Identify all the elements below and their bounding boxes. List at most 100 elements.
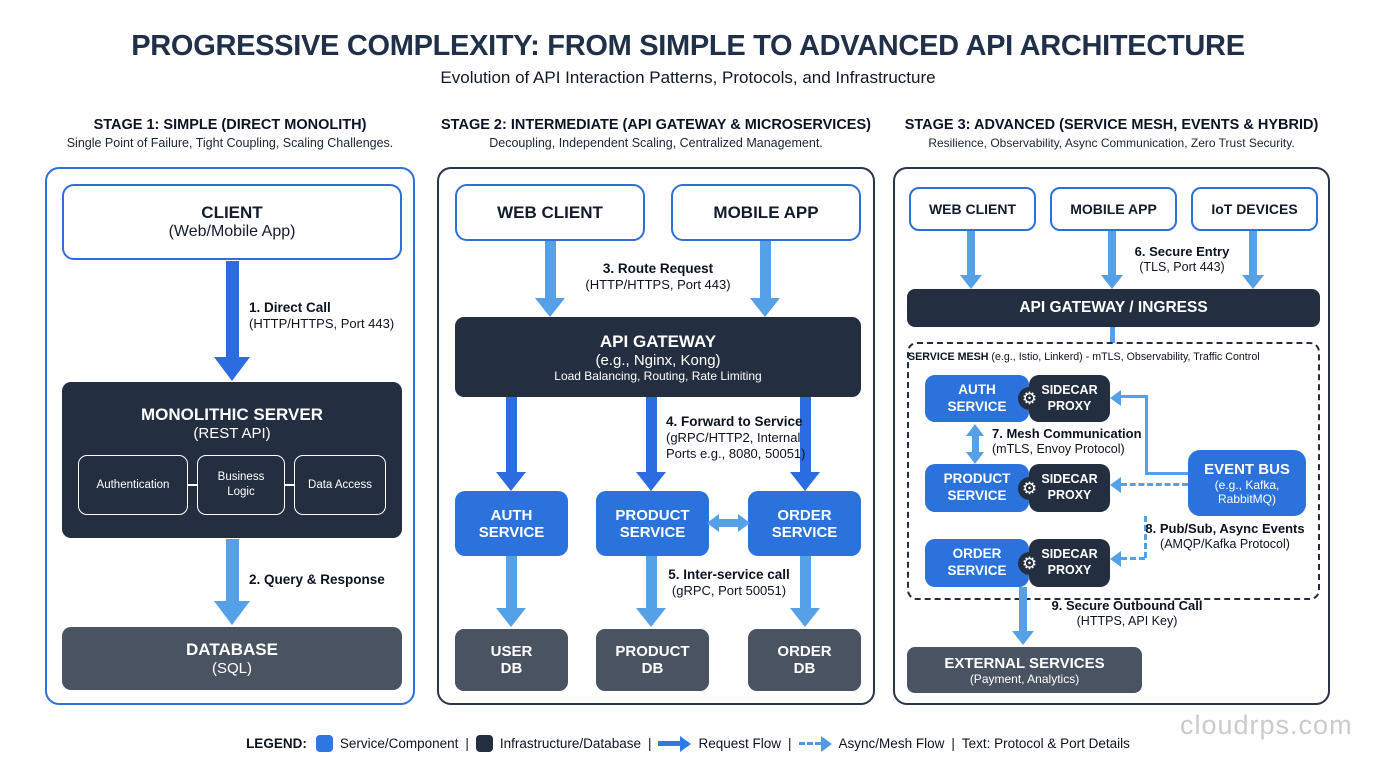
page-title: PROGRESSIVE COMPLEXITY: FROM SIMPLE TO A… [131,30,1245,62]
order-service-node: ORDER SERVICE [925,539,1029,587]
event-bus-order-arrowhead [1110,551,1121,567]
forward-arrow-product [636,397,666,491]
watermark: cloudrps.com [1180,710,1353,740]
database-subtitle: (SQL) [211,660,252,677]
gateway-detail: Load Balancing, Routing, Rate Limiting [554,368,762,383]
query-response-arrow [214,539,250,625]
page-subtitle: Evolution of API Interaction Patterns, P… [440,68,936,87]
module-authentication: Authentication [78,455,188,515]
legend-separator: | [788,736,792,751]
mobile-app-node: MOBILE APP [671,184,861,241]
route-request-arrow-left [535,241,565,317]
event-bus-node: EVENT BUS (e.g., Kafka, RabbitMQ) [1188,450,1306,516]
monolith-subtitle: (REST API) [193,425,271,442]
monolith-title: MONOLITHIC SERVER [141,405,323,424]
flow9-label: 9. Secure Outbound Call (HTTPS, API Key) [1051,598,1203,628]
flow7-label: 7. Mesh Communication (mTLS, Envoy Proto… [992,426,1142,456]
flow3-label: 3. Route Request (HTTP/HTTPS, Port 443) [585,261,731,293]
stage2-title: STAGE 2: INTERMEDIATE (API GATEWAY & MIC… [441,117,871,133]
auth-sidecar-proxy-node: SIDECAR PROXY [1029,375,1110,422]
async-flow-arrow-icon [798,735,832,752]
web-client-node: WEB CLIENT [455,184,645,241]
client-node-subtitle: (Web/Mobile App) [168,223,296,240]
gear-icon: ⚙ [1018,387,1041,410]
forward-arrow-order [790,397,820,491]
db-arrow-product [636,556,666,627]
request-flow-arrow-icon [658,735,692,752]
stage2-panel: WEB CLIENT MOBILE APP 3. Route Request (… [437,167,875,705]
client-node: CLIENT (Web/Mobile App) [62,184,402,260]
legend-separator: | [951,736,955,751]
secure-entry-arrow-mid [1101,231,1123,289]
order-service-node: ORDER SERVICE [748,491,861,556]
module-data-access: Data Access [294,455,386,515]
stage1-title: STAGE 1: SIMPLE (DIRECT MONOLITH) [93,117,367,133]
legend-note: Text: Protocol & Port Details [961,736,1130,751]
secure-outbound-arrow [1012,587,1034,645]
mesh-communication-arrow [966,424,984,464]
mobile-app-node: MOBILE APP [1050,187,1177,231]
module-business-logic: Business Logic [197,455,285,515]
legend-service: Service/Component [339,736,459,751]
inter-service-double-arrow [707,514,750,532]
stage1-header: STAGE 1: SIMPLE (DIRECT MONOLITH) Single… [45,117,415,150]
gateway-subtitle: (e.g., Nginx, Kong) [595,351,721,369]
infrastructure-swatch-icon [475,735,493,752]
stage3-title: STAGE 3: ADVANCED (SERVICE MESH, EVENTS … [904,117,1319,133]
stage1-panel: CLIENT (Web/Mobile App) 1. Direct Call (… [45,167,415,705]
event-bus-auth-arrowhead [1110,390,1121,406]
iot-devices-node: IoT DEVICES [1191,187,1318,231]
flow6-label: 6. Secure Entry (TLS, Port 443) [1134,244,1230,274]
product-sidecar-proxy-node: SIDECAR PROXY [1029,464,1110,512]
legend-request: Request Flow [698,736,782,751]
database-title: DATABASE [186,640,278,659]
gateway-title: API GATEWAY [599,331,717,351]
auth-service-node: AUTH SERVICE [455,491,568,556]
product-service-node: PRODUCT SERVICE [925,464,1029,512]
legend-separator: | [647,736,652,751]
forward-arrow-auth [496,397,526,491]
monolithic-server-node: MONOLITHIC SERVER (REST API) Authenticat… [62,382,402,538]
legend-label: LEGEND: [246,736,307,751]
service-mesh-label: SERVICE MESH (e.g., Istio, Linkerd) - mT… [908,351,1260,363]
flow1-label: 1. Direct Call (HTTP/HTTPS, Port 443) [249,300,395,332]
user-db-node: USER DB [455,629,568,691]
legend: LEGEND: Service/Component | Infrastructu… [0,735,1376,752]
stage3-subtitle: Resilience, Observability, Async Communi… [928,136,1295,150]
stage3-panel: WEB CLIENT MOBILE APP IoT DEVICES 6. Sec… [893,167,1330,705]
event-bus-auth-line [1145,395,1148,475]
stage2-header: STAGE 2: INTERMEDIATE (API GATEWAY & MIC… [437,117,875,150]
flow5-label: 5. Inter-service call (gRPC, Port 50051) [668,567,790,599]
secure-entry-arrow-right [1242,231,1264,289]
gateway-mesh-connector [1110,327,1115,343]
product-db-node: PRODUCT DB [596,629,709,691]
event-bus-product-arrowhead [1110,477,1121,493]
api-gateway-node: API GATEWAY (e.g., Nginx, Kong) Load Bal… [455,317,861,397]
route-request-arrow-right [750,241,780,317]
client-node-title: CLIENT [201,203,263,222]
stage2-subtitle: Decoupling, Independent Scaling, Central… [489,136,823,150]
stage3-header: STAGE 3: ADVANCED (SERVICE MESH, EVENTS … [893,117,1330,150]
legend-async: Async/Mesh Flow [838,736,945,751]
direct-call-arrow [214,261,250,381]
gear-icon: ⚙ [1018,477,1041,500]
auth-service-node: AUTH SERVICE [925,375,1029,422]
product-service-node: PRODUCT SERVICE [596,491,709,556]
monolith-modules: Authentication Business Logic Data Acces… [78,455,386,515]
event-bus-order-dashed-line [1144,516,1147,558]
event-bus-order-dashed-line [1121,557,1145,560]
web-client-node: WEB CLIENT [909,187,1036,231]
db-arrow-user [496,556,526,627]
db-arrow-order [790,556,820,627]
module-connector [188,484,197,486]
api-gateway-ingress-node: API GATEWAY / INGRESS [907,289,1320,327]
flow8-label: 8. Pub/Sub, Async Events (AMQP/Kafka Pro… [1145,521,1305,551]
order-sidecar-proxy-node: SIDECAR PROXY [1029,539,1110,587]
module-connector [285,484,294,486]
gear-icon: ⚙ [1018,552,1041,575]
secure-entry-arrow-left [960,231,982,289]
order-db-node: ORDER DB [748,629,861,691]
service-swatch-icon [315,735,333,752]
external-services-node: EXTERNAL SERVICES (Payment, Analytics) [907,647,1142,693]
